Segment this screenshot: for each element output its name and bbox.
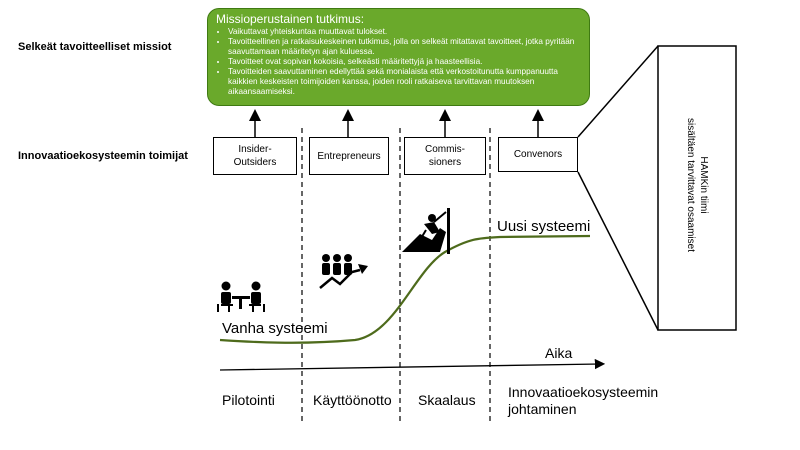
- mission-bullet-list: Vaikuttavat yhteiskuntaa muuttavat tulok…: [216, 27, 581, 97]
- actor-label: Entrepreneurs: [317, 150, 381, 162]
- side-box-text-wrap: HAMKin tiimi sisältäen tarvittavat osaam…: [562, 118, 800, 252]
- phase-label-scaling: Skaalaus: [418, 392, 476, 408]
- phase-label-deployment: Käyttöönotto: [313, 392, 392, 408]
- actor-label: Insider-: [238, 144, 272, 155]
- mission-bullet: Tavoitteiden saavuttaminen edellyttää se…: [228, 67, 581, 97]
- old-system-label: Vanha systeemi: [222, 320, 328, 337]
- time-axis-label: Aika: [545, 345, 573, 361]
- mission-title: Missioperustainen tutkimus:: [216, 12, 365, 26]
- actor-label: sioners: [428, 157, 462, 168]
- phase-label-ecosystem-management: Innovaatioekosysteemin johtaminen: [508, 384, 658, 418]
- side-box: [657, 45, 737, 331]
- climbing-person-icon: [402, 208, 450, 254]
- funnel-line-top: [577, 45, 659, 138]
- time-axis: [219, 358, 606, 371]
- mission-bullet: Vaikuttavat yhteiskuntaa muuttavat tulok…: [228, 27, 581, 37]
- new-system-label: Uusi systeemi: [497, 218, 591, 235]
- actor-box-entrepreneurs: Entrepreneurs: [309, 137, 389, 175]
- mission-bullet: Tavoitteet ovat sopivan kokoisia, selkeä…: [228, 57, 581, 67]
- side-box-line1: HAMKin tiimi: [697, 156, 709, 214]
- meeting-people-icon: [217, 281, 265, 312]
- side-box-line2: sisältäen tarvittavat osaamiset: [684, 118, 696, 252]
- missions-row-label: Selkeät tavoitteelliset missiot: [18, 41, 172, 53]
- phase-label-line: Innovaatioekosysteemin: [508, 384, 659, 400]
- phase-label-line: johtaminen: [508, 401, 577, 417]
- funnel-line-bottom: [577, 171, 659, 331]
- actor-box-convenors: Convenors: [498, 137, 578, 172]
- mission-box: Missioperustainen tutkimus: Vaikuttavat …: [207, 8, 590, 106]
- team-growth-icon: [319, 254, 368, 289]
- actor-box-commissioners: Commis-sioners: [404, 137, 486, 175]
- actor-label: Outsiders: [233, 157, 277, 168]
- actor-label: Commis-: [425, 144, 465, 155]
- actor-box-insider-outsiders: Insider- Outsiders: [213, 137, 297, 175]
- mission-bullet: Tavoitteellinen ja ratkaisukeskeinen tut…: [228, 37, 581, 57]
- phase-label-piloting: Pilotointi: [222, 392, 275, 408]
- actor-label: Convenors: [513, 149, 563, 160]
- side-box-text: HAMKin tiimi sisältäen tarvittavat osaam…: [684, 118, 710, 252]
- actors-row-label: Innovaatioekosysteemin toimijat: [18, 150, 188, 162]
- s-curve: [219, 234, 591, 344]
